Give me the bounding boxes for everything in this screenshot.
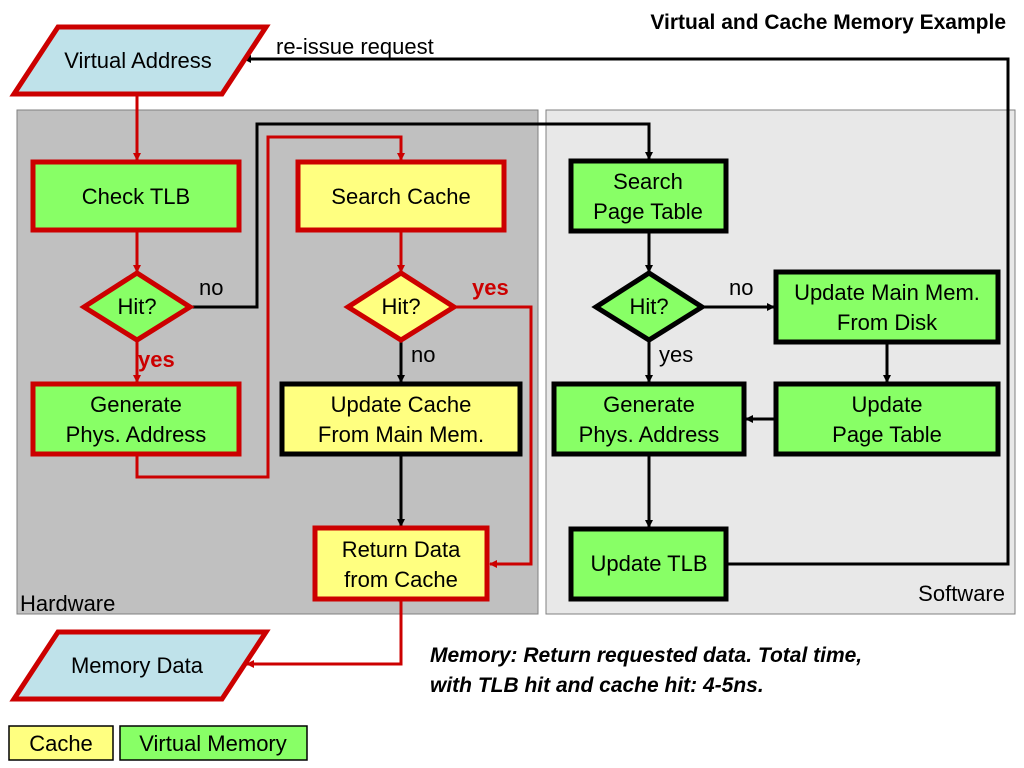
gen-phys-sw-node bbox=[551, 381, 747, 457]
timing-note-line-1: Memory: Return requested data. Total tim… bbox=[430, 644, 862, 667]
arrow-reissue-request bbox=[243, 55, 1010, 566]
pt-yes-label: yes bbox=[659, 342, 693, 367]
tlb-no-label: no bbox=[199, 275, 223, 300]
tlb-hit-label: Hit? bbox=[117, 294, 156, 319]
pt-hit-decision bbox=[591, 270, 707, 343]
memory-data-node bbox=[9, 629, 271, 702]
return-data-label-1: Return Data bbox=[342, 537, 461, 562]
virtual-address-node bbox=[9, 24, 271, 97]
arrow-cache-hit-to-return bbox=[455, 305, 533, 568]
update-pt-node bbox=[773, 381, 1001, 457]
update-tlb-label: Update TLB bbox=[590, 551, 707, 576]
timing-note-line-2: with TLB hit and cache hit: 4-5ns. bbox=[430, 674, 764, 697]
legend-cache-label: Cache bbox=[29, 731, 93, 756]
cache-hit-decision bbox=[343, 270, 459, 343]
arrow-return-to-memory-data bbox=[246, 600, 403, 668]
virtual-address-label: Virtual Address bbox=[64, 48, 212, 73]
cache-no-label: no bbox=[411, 342, 435, 367]
gen-phys-hw-node bbox=[30, 381, 242, 457]
legend-vm-swatch bbox=[119, 725, 308, 761]
software-label: Software bbox=[918, 581, 1005, 606]
update-cache-node bbox=[279, 381, 523, 457]
update-main-node bbox=[773, 269, 1001, 345]
diagram-title: Virtual and Cache Memory Example bbox=[650, 11, 1006, 34]
tlb-yes-label: yes bbox=[138, 347, 175, 372]
update-pt-label-2: Page Table bbox=[832, 422, 942, 447]
search-cache-label: Search Cache bbox=[331, 184, 470, 209]
tlb-hit-decision bbox=[79, 270, 195, 343]
search-pt-label-2: Page Table bbox=[593, 199, 703, 224]
hardware-label: Hardware bbox=[20, 591, 115, 616]
legend-vm-label: Virtual Memory bbox=[139, 731, 287, 756]
search-cache-node bbox=[295, 159, 507, 233]
pt-hit-label: Hit? bbox=[629, 294, 668, 319]
update-tlb-node bbox=[568, 526, 729, 602]
reissue-label: re-issue request bbox=[276, 34, 434, 59]
return-data-label-2: from Cache bbox=[344, 567, 458, 592]
gen-phys-sw-label-1: Generate bbox=[603, 392, 695, 417]
cache-yes-label: yes bbox=[472, 275, 509, 300]
legend-cache-swatch bbox=[8, 725, 114, 761]
search-pt-label-1: Search bbox=[613, 169, 683, 194]
gen-phys-hw-label-1: Generate bbox=[90, 392, 182, 417]
cache-hit-label: Hit? bbox=[381, 294, 420, 319]
update-cache-label-1: Update Cache bbox=[331, 392, 472, 417]
arrow-tlb-miss-to-search-pt bbox=[191, 122, 653, 309]
gen-phys-hw-label-2: Phys. Address bbox=[66, 422, 207, 447]
update-pt-label-1: Update bbox=[852, 392, 923, 417]
check-tlb-node bbox=[30, 159, 242, 233]
pt-no-label: no bbox=[729, 275, 753, 300]
update-cache-label-2: From Main Mem. bbox=[318, 422, 484, 447]
gen-phys-sw-label-2: Phys. Address bbox=[579, 422, 720, 447]
update-main-label-1: Update Main Mem. bbox=[794, 280, 980, 305]
arrow-gen-to-search-cache bbox=[135, 135, 405, 479]
return-data-node bbox=[312, 525, 490, 602]
update-main-label-2: From Disk bbox=[837, 310, 938, 335]
memory-data-label: Memory Data bbox=[71, 653, 204, 678]
check-tlb-label: Check TLB bbox=[82, 184, 190, 209]
search-pt-node bbox=[568, 158, 729, 234]
